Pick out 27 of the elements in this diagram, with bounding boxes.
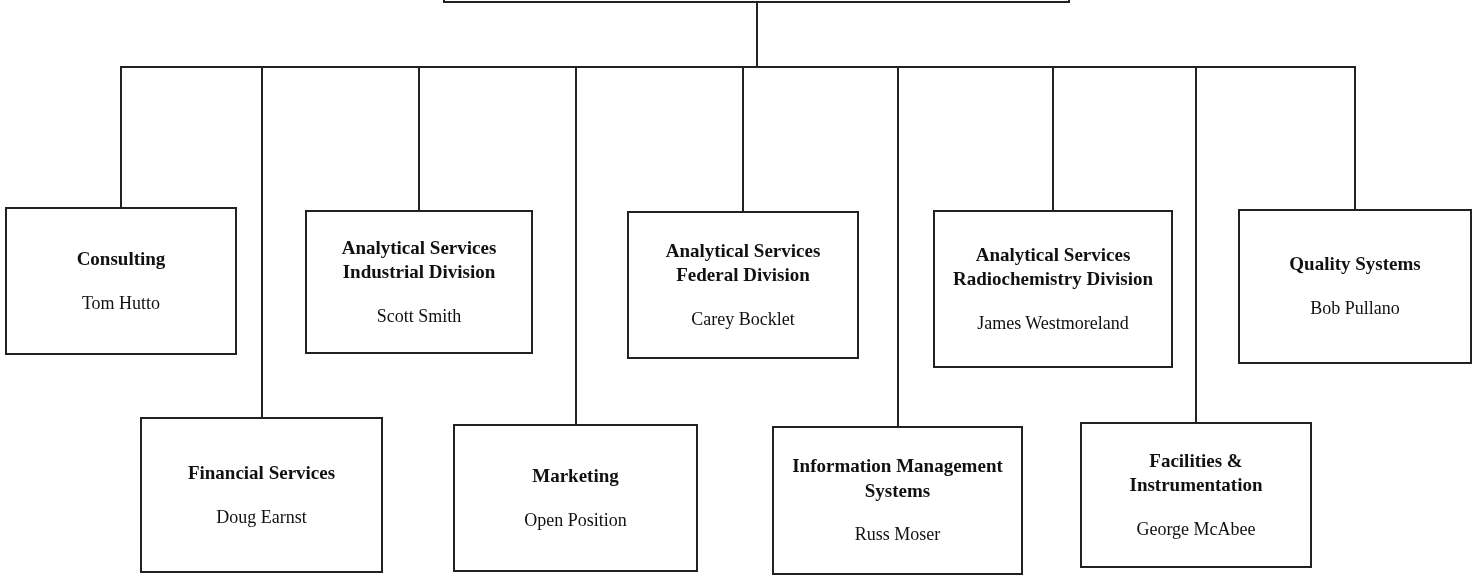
person-name: Tom Hutto (81, 291, 161, 315)
person-name: Bob Pullano (1310, 297, 1400, 321)
org-box (627, 211, 859, 359)
org-box (453, 424, 698, 572)
person-name: George McAbee (1136, 518, 1256, 541)
department-name: Facilities & Instrumentation (1128, 448, 1264, 498)
person-name: Carey Bocklet (691, 308, 795, 331)
department-name: Marketing (532, 463, 619, 488)
org-box (1238, 209, 1472, 364)
org-box (140, 417, 383, 573)
department-name: Consulting (76, 246, 166, 271)
department-name: Analytical Services Radiochemistry Division (952, 242, 1154, 292)
org-box (933, 210, 1173, 368)
department-name: Analytical Services Industrial Division (340, 235, 498, 285)
org-box (1080, 422, 1312, 568)
org-box (772, 426, 1023, 575)
department-name: Information Management Systems (791, 454, 1004, 503)
department-name: Quality Systems (1289, 252, 1421, 277)
person-name: Doug Earnst (216, 505, 307, 529)
person-name: Russ Moser (854, 523, 941, 547)
person-name: Scott Smith (376, 305, 462, 328)
department-name: Financial Services (187, 460, 336, 485)
person-name: Open Position (524, 508, 627, 532)
org-box (305, 210, 533, 354)
person-name: James Westmoreland (977, 312, 1129, 335)
org-box (5, 207, 237, 355)
department-name: Analytical Services Federal Division (664, 238, 822, 288)
